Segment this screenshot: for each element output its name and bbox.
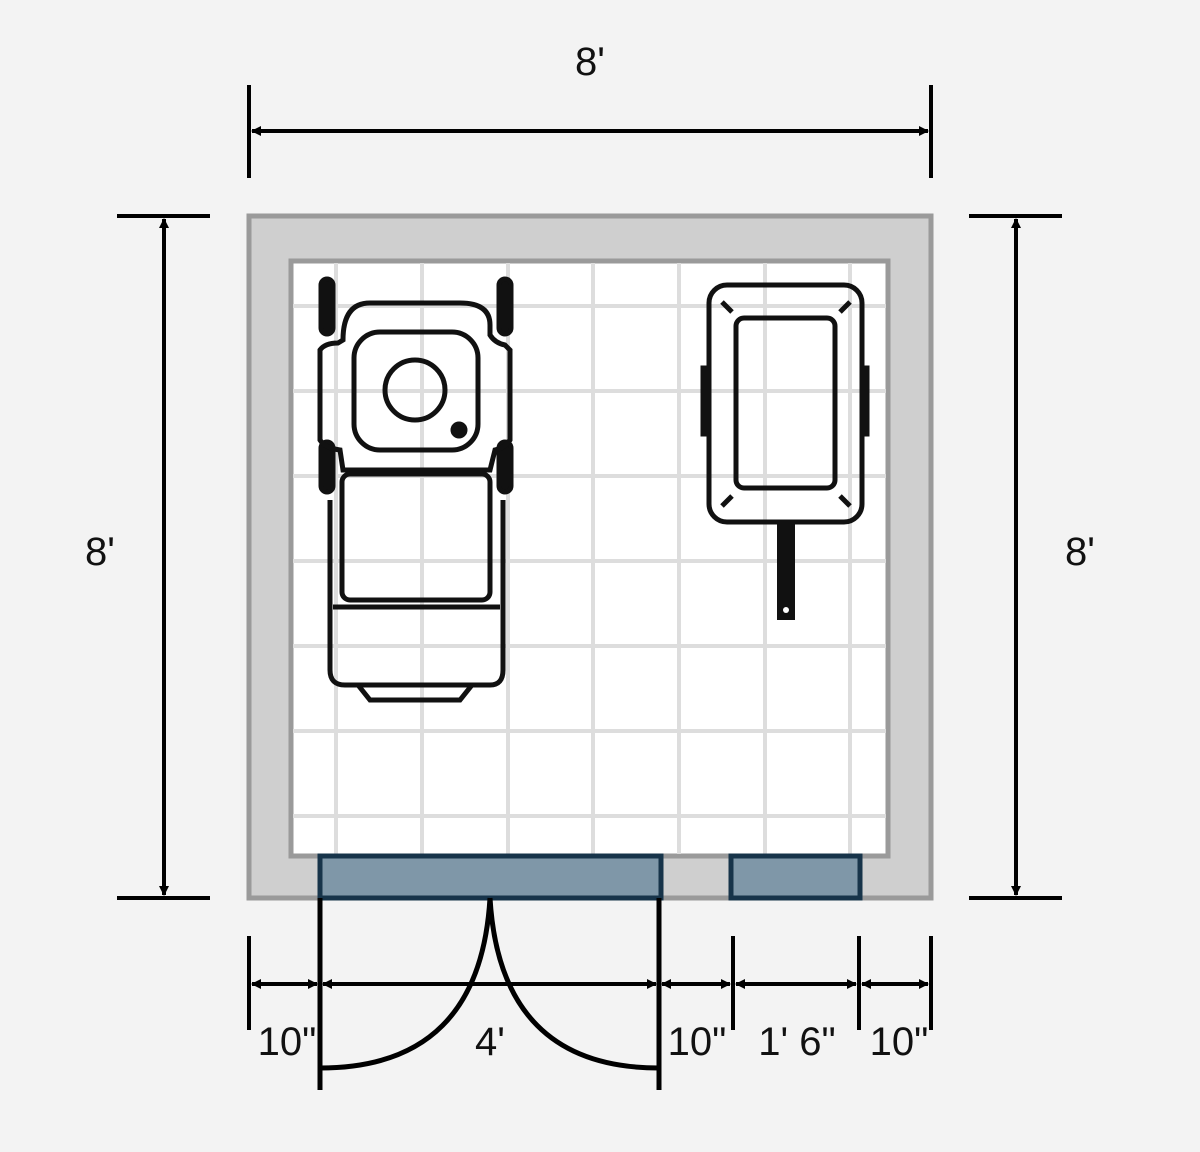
bottom-dim-label-3: 10" (668, 1020, 727, 1064)
riding-mower-icon (317, 276, 514, 703)
bottom-dim-label-1: 10" (258, 1020, 317, 1064)
bottom-dim-label-4: 1' 6" (758, 1020, 835, 1064)
top-dimension (247, 85, 933, 178)
bottom-dimensions (247, 936, 933, 1030)
garden-cart-icon (700, 282, 870, 620)
left-height-label: 8' (85, 530, 115, 574)
top-width-label: 8' (575, 40, 605, 84)
single-door-opening (728, 853, 863, 901)
door-swing (317, 897, 662, 1090)
double-door-opening (317, 853, 664, 901)
right-height-label: 8' (1065, 530, 1095, 574)
bottom-dim-label-2: 4' (475, 1020, 505, 1064)
right-dimension (969, 214, 1062, 900)
left-dimension (117, 214, 210, 900)
shed-floor (288, 258, 891, 859)
bottom-dim-label-5: 10" (870, 1020, 929, 1064)
